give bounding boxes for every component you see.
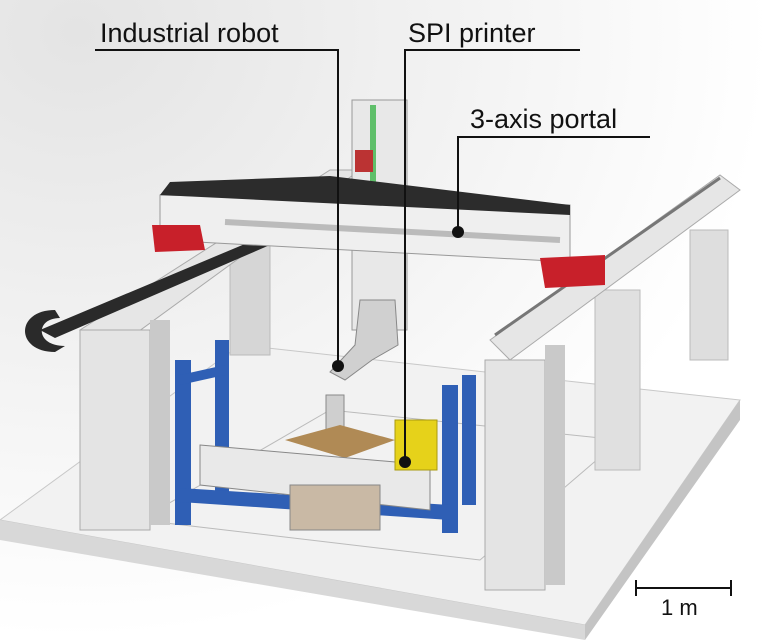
blue-post-right [442,385,458,533]
z-axis-guide [370,105,376,185]
scale-bar-label: 1 m [661,595,698,620]
right-rail [494,176,721,337]
red-bracket-right [540,255,605,288]
pillar-front-right-side [545,345,565,585]
portal-leader-line [457,136,650,232]
printer-leader-line [404,49,580,462]
pillar-back-left [229,244,271,356]
pillar-front-left [79,329,151,531]
pillar-mid-right [594,289,641,471]
scale-bar [635,580,732,596]
cable-chain-loop [25,310,65,352]
base-platform-front [585,400,740,640]
robot-leader-dot [332,360,344,372]
label-3-axis-portal: 3-axis portal [470,104,618,134]
pillar-back-right [689,229,729,361]
left-cable-chain [40,225,300,338]
printer-bed [285,425,395,458]
red-bracket-left [152,225,205,252]
z-axis-motor [355,150,373,172]
pillar-front-right [484,359,546,591]
blue-post-left [175,360,191,525]
robot-leader-line [95,49,339,365]
pillar-front-left-side [150,320,170,525]
label-spi-printer: SPI printer [408,18,536,48]
gantry-slot [224,219,561,243]
robot-arm [329,299,399,381]
gantry-beam-top [160,176,570,215]
blue-post-right2 [462,375,476,505]
base-platform-side [0,520,585,640]
printer-leader-dot [399,456,411,468]
label-industrial-robot: Industrial robot [100,18,279,48]
printer-base-units [289,484,381,531]
blue-crossbar-top [180,365,225,385]
portal-leader-dot [452,226,464,238]
